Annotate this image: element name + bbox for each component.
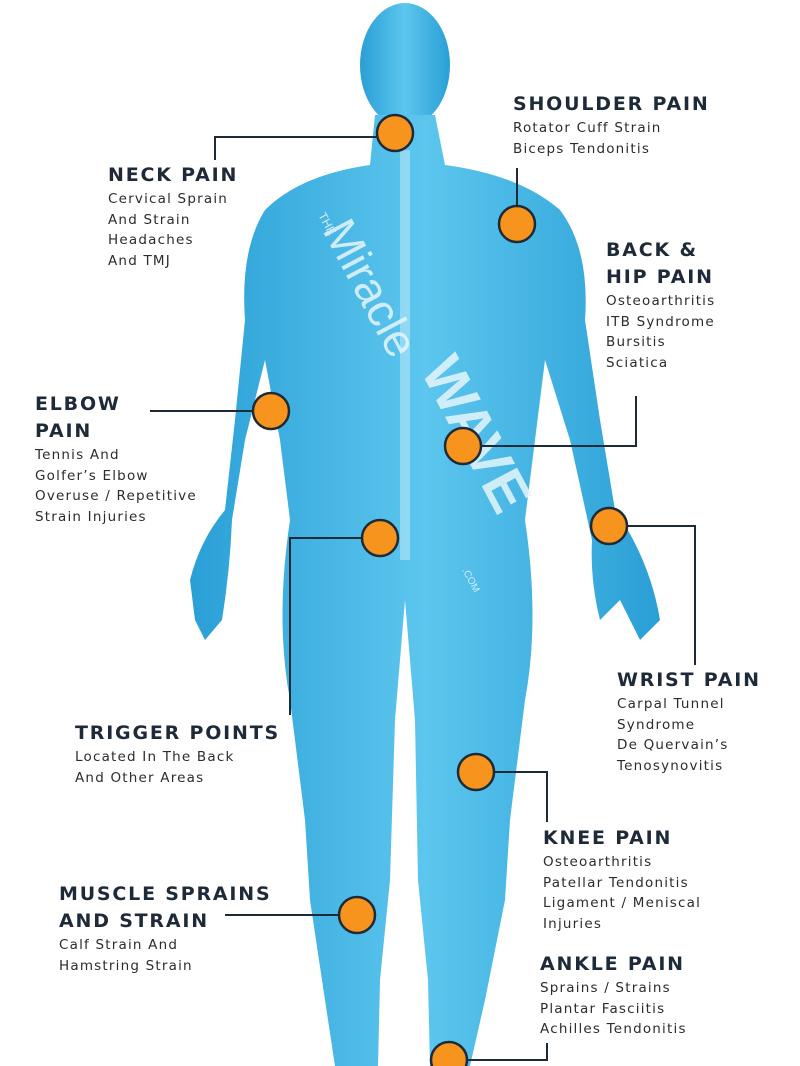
label-line: Patellar Tendonitis xyxy=(543,874,689,891)
elbow-pain-marker[interactable] xyxy=(251,391,291,431)
label-title: NECK PAIN xyxy=(108,164,239,186)
label-title: SHOULDER PAIN xyxy=(513,93,710,115)
label-muscle-sprains: MUSCLE SPRAINS AND STRAIN Calf Strain An… xyxy=(59,881,271,976)
label-line: Sciatica xyxy=(606,354,669,371)
shoulder-pain-marker[interactable] xyxy=(497,204,537,244)
label-line: Injuries xyxy=(543,915,603,932)
label-title: ANKLE PAIN xyxy=(540,953,685,975)
label-line: And Strain xyxy=(108,211,191,228)
label-line: Rotator Cuff Strain xyxy=(513,120,662,136)
label-line: Plantar Fasciitis xyxy=(540,1000,666,1017)
label-line: Headaches xyxy=(108,232,194,248)
label-line: And Other Areas xyxy=(75,769,205,786)
label-line: Syndrome xyxy=(617,716,696,733)
label-line: Overuse / Repetitive xyxy=(35,488,197,504)
muscle-sprains-marker[interactable] xyxy=(337,895,377,935)
label-title: ELBOW PAIN xyxy=(35,393,121,442)
label-line: Located In The Back xyxy=(75,749,235,765)
label-line: Bursitis xyxy=(606,334,666,350)
label-title: BACK & HIP PAIN xyxy=(606,239,714,288)
label-line: Biceps Tendonitis xyxy=(513,140,651,157)
label-line: Osteoarthritis xyxy=(543,854,653,870)
label-title: TRIGGER POINTS xyxy=(75,722,280,744)
label-line: Osteoarthritis xyxy=(606,293,716,309)
label-line: Cervical Sprain xyxy=(108,191,229,207)
label-line: Sprains / Strains xyxy=(540,980,671,996)
label-line: Hamstring Strain xyxy=(59,957,193,974)
trigger-points-marker[interactable] xyxy=(360,518,400,558)
wrist-pain-marker[interactable] xyxy=(589,506,629,546)
label-line: De Quervain’s xyxy=(617,737,729,753)
label-line: Calf Strain And xyxy=(59,937,179,953)
label-line: Tenosynovitis xyxy=(617,757,724,774)
label-title: WRIST PAIN xyxy=(617,669,761,691)
label-line: And TMJ xyxy=(108,252,171,269)
label-line: Carpal Tunnel xyxy=(617,696,725,712)
label-line: Strain Injuries xyxy=(35,508,147,525)
label-line: Golfer’s Elbow xyxy=(35,467,149,484)
body-silhouette xyxy=(190,3,660,1066)
label-title: KNEE PAIN xyxy=(543,827,673,849)
label-title: MUSCLE SPRAINS AND STRAIN xyxy=(59,883,272,932)
label-line: Achilles Tendonitis xyxy=(540,1021,687,1037)
neck-pain-marker[interactable] xyxy=(375,113,415,153)
label-line: Tennis And xyxy=(35,447,120,463)
label-line: ITB Syndrome xyxy=(606,313,715,330)
connector-lines xyxy=(150,136,696,1061)
ankle-pain-marker[interactable] xyxy=(429,1040,469,1066)
back-hip-pain-marker[interactable] xyxy=(443,426,483,466)
label-line: Ligament / Meniscal xyxy=(543,895,702,911)
knee-pain-marker[interactable] xyxy=(456,752,496,792)
